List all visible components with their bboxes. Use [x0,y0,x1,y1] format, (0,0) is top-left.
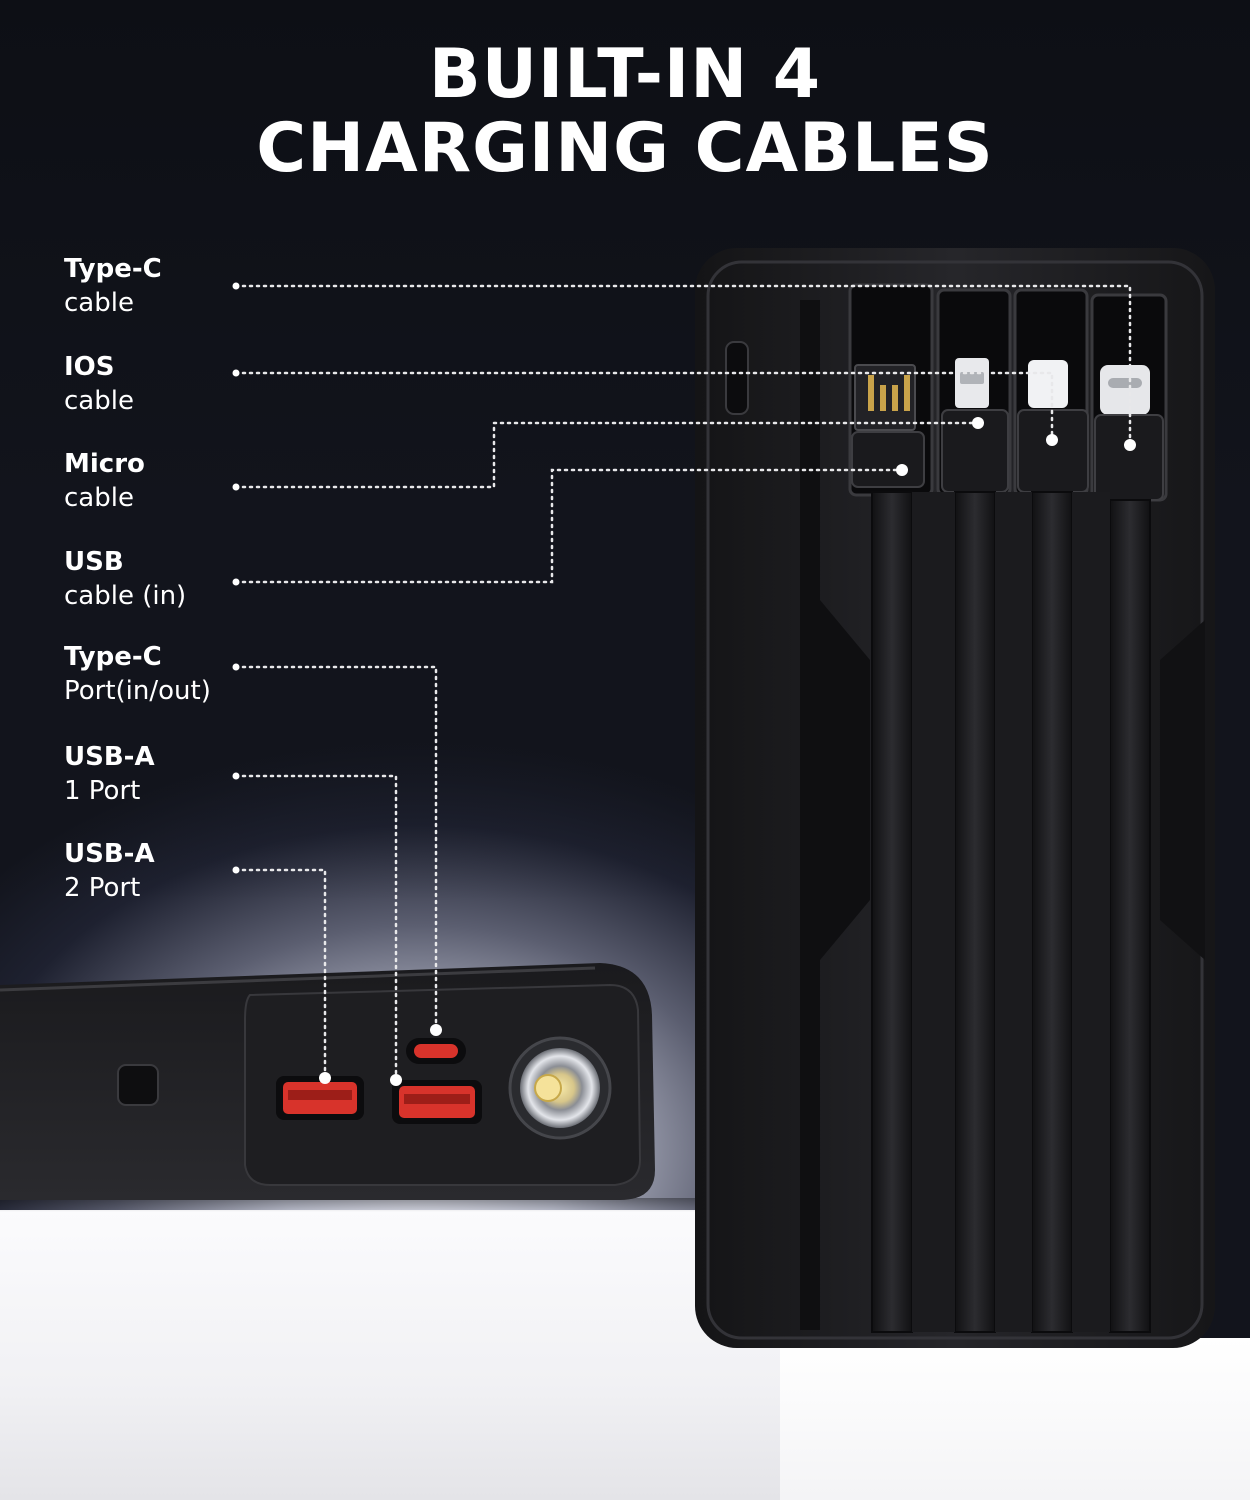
label-type-c-port-desc: Port(in/out) [64,676,211,706]
label-micro-cable-title: Micro [64,449,145,479]
label-usb-cable-in-desc: cable (in) [64,581,187,611]
label-type-c-cable: Type-C cable [64,252,162,320]
label-usb-a-1-port-title: USB-A [64,742,155,772]
label-usb-a-2-port-title: USB-A [64,839,155,869]
label-ios-cable: IOS cable [64,350,134,418]
title-line-1: BUILT-IN 4 [428,35,822,114]
leader-lines [234,284,1132,1082]
label-usb-cable-in: USB cable (in) [64,545,186,613]
label-micro-cable-desc: cable [64,483,134,513]
display-pedestal-left [0,1210,780,1500]
label-usb-a-1-port: USB-A 1 Port [64,740,155,808]
label-usb-a-2-port: USB-A 2 Port [64,837,155,905]
label-type-c-port: Type-C Port(in/out) [64,640,211,708]
power-bank-vertical [695,248,1215,1348]
label-usb-cable-in-title: USB [64,547,124,577]
label-usb-a-2-port-desc: 2 Port [64,873,141,903]
label-type-c-port-title: Type-C [64,642,162,672]
label-type-c-cable-desc: cable [64,288,134,318]
label-usb-a-1-port-desc: 1 Port [64,776,141,806]
page-title: BUILT-IN 4 CHARGING CABLES [0,38,1250,186]
label-ios-cable-title: IOS [64,352,115,382]
title-line-2: CHARGING CABLES [256,109,994,188]
label-ios-cable-desc: cable [64,386,134,416]
usb-a-connector [851,364,925,488]
pedestal-shadow [0,1198,780,1212]
lightning-connector [1017,360,1089,493]
leader-endpoints [232,282,1136,1086]
display-pedestal-right [780,1338,1250,1500]
type-c-connector [1094,365,1164,501]
label-type-c-cable-title: Type-C [64,254,162,284]
label-micro-cable: Micro cable [64,447,145,515]
